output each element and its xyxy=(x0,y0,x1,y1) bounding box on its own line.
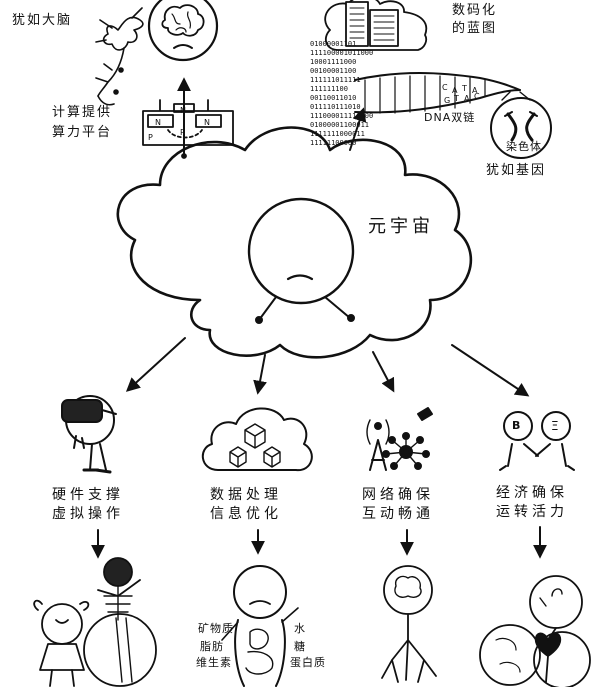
branch-2-caption-line-1: 数据处理 xyxy=(210,487,282,503)
branch-1-caption: 硬件支撑 虚拟操作 xyxy=(52,486,124,524)
brain-head xyxy=(147,0,219,62)
nutrient-label-right: 蛋白质 xyxy=(290,656,326,669)
chip-mark-n-left: N xyxy=(155,118,162,127)
blueprint-label-line-1: 数码化 xyxy=(452,3,498,18)
neuron-icon xyxy=(95,7,144,106)
nutrient-label-left: 矿物质 xyxy=(198,622,234,635)
central-cloud xyxy=(116,126,473,359)
branch-2-caption: 数据处理 信息优化 xyxy=(210,486,282,524)
chip-mark-p-center: P xyxy=(180,128,186,137)
binary-row: 01000001100011 xyxy=(310,121,370,129)
arrow-to-data xyxy=(253,354,267,395)
chip-mark-p-left: P xyxy=(148,133,154,142)
building-cloud-icon xyxy=(324,0,428,51)
dna-letter: G xyxy=(444,96,452,105)
dna-letter: T xyxy=(462,84,468,93)
binary-row: 111111100 xyxy=(310,85,348,93)
chromosome-icon xyxy=(490,97,552,159)
nutrient-label-right: 水 xyxy=(294,622,306,635)
arrow-to-network xyxy=(372,351,395,393)
brain-label: 犹如大脑 xyxy=(12,13,73,28)
branch-3-caption-line-2: 互动畅通 xyxy=(362,505,434,522)
dna-letter: A xyxy=(472,86,479,95)
network-tower-icon xyxy=(366,407,433,471)
dna-chromosome-connector xyxy=(501,91,531,101)
arrows xyxy=(91,77,547,559)
arrow-to-blueprint xyxy=(349,107,367,151)
arrow-to-economy xyxy=(451,344,530,397)
branch-1-caption-line-1: 硬件支撑 xyxy=(52,487,124,503)
metaverse-title: 元宇宙 xyxy=(368,216,434,237)
arrow-to-hardware xyxy=(125,337,186,392)
vr-headset-figure xyxy=(61,395,117,474)
branch-3-caption: 网络确保 互动畅通 xyxy=(362,486,434,524)
chip-label-line-2: 算力平台 xyxy=(52,125,113,140)
dna-letter: T xyxy=(454,94,460,103)
chromosome-label: 染色体 xyxy=(506,140,542,153)
binary-row: 011110111010 xyxy=(310,103,361,111)
ethereum-coin: Ξ xyxy=(551,419,559,433)
data-cloud-icon xyxy=(202,407,313,472)
nutrient-label-left: 脂肪 xyxy=(200,640,224,653)
binary-row: 1111111000011 xyxy=(310,130,365,138)
dna-helix-icon xyxy=(354,72,521,114)
central-figure xyxy=(247,197,355,324)
dna-letter: C xyxy=(474,92,481,101)
binary-row: 111000011110000 xyxy=(310,112,374,120)
coin-exchange-figures xyxy=(499,411,575,471)
chip-mark-n-right: N xyxy=(204,118,211,127)
binary-row: 01000001101 xyxy=(310,40,357,48)
branch-1-caption-line-2: 虚拟操作 xyxy=(52,505,124,522)
heart-tree-figure xyxy=(479,575,591,687)
gene-label: 犹如基因 xyxy=(486,163,547,178)
branch-3-caption-line-1: 网络确保 xyxy=(362,487,434,503)
branch-4-caption-line-2: 运转活力 xyxy=(496,503,568,520)
bitcoin-coin: B xyxy=(512,419,521,432)
binary-row: 111111011111 xyxy=(310,76,361,84)
skeleton-figure xyxy=(97,557,141,621)
branch-4-caption: 经济确保 运转活力 xyxy=(496,484,568,522)
dna-label: DNA双链 xyxy=(424,111,476,124)
leg-bone-circle xyxy=(83,613,157,687)
brain-roots-figure xyxy=(381,565,437,683)
binary-row: 111100001011000 xyxy=(310,49,374,57)
girl-figure xyxy=(33,599,90,687)
binary-block: 01000001101 111100001011000 10001111000 … xyxy=(310,40,373,148)
dna-letter: A xyxy=(464,94,471,103)
chip-label-line-1: 计算提供 xyxy=(52,105,113,120)
binary-row: 11111100000 xyxy=(310,139,357,147)
binary-row: 00110011010 xyxy=(310,94,357,102)
branch-4-caption-line-1: 经济确保 xyxy=(496,485,568,501)
nutrient-label-right: 糖 xyxy=(294,640,306,653)
branch-2-caption-line-2: 信息优化 xyxy=(210,505,282,522)
chip-mark-n-top: N xyxy=(180,106,187,115)
dna-letter: A xyxy=(452,86,459,95)
binary-row: 10001111000 xyxy=(310,58,357,66)
dna-letter: C xyxy=(442,83,449,92)
blueprint-label-line-2: 的蓝图 xyxy=(452,21,498,36)
binary-row: 00100001100 xyxy=(310,67,357,75)
nutrient-label-left: 维生素 xyxy=(196,656,232,669)
body-organs-figure xyxy=(221,565,299,687)
